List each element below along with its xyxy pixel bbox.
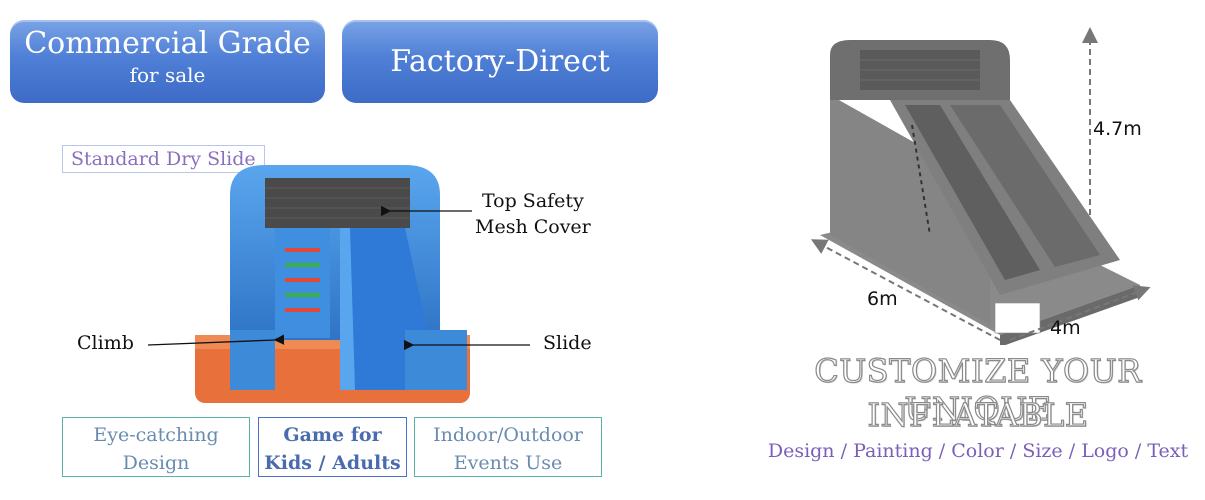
climb-callout: Climb: [77, 332, 134, 354]
width-label: 4m: [1050, 317, 1081, 339]
option-design: Design: [767, 440, 835, 462]
gray-slide-model: [820, 40, 1140, 345]
length-arrow: [810, 239, 1001, 341]
commercial-grade-badge: Commercial Grade for sale: [10, 20, 325, 103]
option-text: Text: [1147, 440, 1189, 462]
slide-callout: Slide: [543, 332, 592, 354]
product-label: Standard Dry Slide: [62, 145, 265, 173]
climb-arrow: [147, 334, 285, 346]
option-size: Size: [1022, 440, 1063, 462]
customize-title-line1: CUSTOMIZE YOUR UNIQUE: [814, 351, 1142, 428]
product-label-text: Standard Dry Slide: [71, 148, 256, 170]
option-painting: Painting: [853, 440, 933, 462]
feature-eye-catching: Eye-catching Design: [62, 417, 250, 477]
option-color: Color: [951, 440, 1004, 462]
top-safety-callout: Top Safety Mesh Cover: [475, 190, 591, 238]
mesh-cover: [265, 178, 410, 228]
for-sale-text: for sale: [129, 63, 206, 87]
length-label: 6m: [867, 288, 898, 310]
climb-wall: [275, 228, 330, 338]
height-label: 4.7m: [1093, 118, 1142, 140]
width-arrow: [1009, 285, 1151, 341]
customize-options: Design / Painting / Color / Size / Logo …: [767, 440, 1189, 462]
feature-indoor-outdoor: Indoor/Outdoor Events Use: [414, 417, 602, 477]
factory-direct-text: Factory-Direct: [390, 44, 610, 79]
option-logo: Logo: [1081, 440, 1129, 462]
feature-kids-adults: Game for Kids / Adults: [258, 417, 407, 477]
factory-direct-badge: Factory-Direct: [342, 20, 658, 103]
commercial-grade-text: Commercial Grade: [24, 26, 311, 61]
slide-photo: [195, 165, 470, 403]
customize-title-line2: INFLATABLE: [867, 395, 1089, 434]
